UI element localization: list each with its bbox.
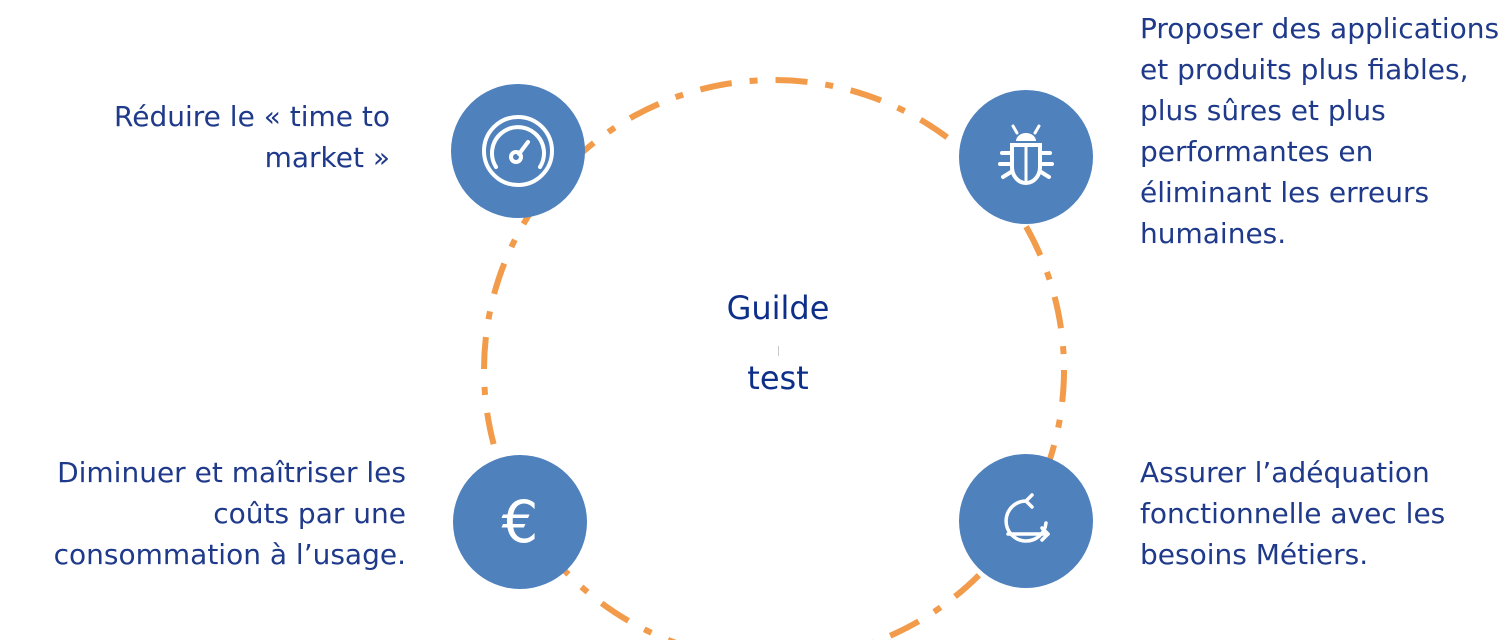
euro-icon: € — [501, 488, 539, 556]
cycle-arrow-icon — [1004, 493, 1050, 543]
speedometer-node — [451, 84, 585, 218]
center-divider — [777, 346, 779, 356]
bug-node — [959, 90, 1093, 224]
euro-node: € — [453, 455, 587, 589]
goal-business-fit: Assurer l’adéquation fonctionnelle avec … — [1140, 456, 1446, 571]
goal-reliability: Proposer des applications et produits pl… — [1140, 12, 1500, 250]
center-title: Guilde test — [668, 292, 888, 394]
goal-time-to-market: Réduire le « time to market » — [114, 100, 390, 174]
center-title-line2: test — [747, 359, 809, 397]
center-title-line1: Guilde — [726, 289, 830, 327]
goal-costs: Diminuer et maîtriser les coûts par une … — [53, 456, 406, 571]
cycle-node — [959, 454, 1093, 588]
speedometer-icon — [482, 115, 554, 187]
bug-icon — [998, 124, 1054, 185]
